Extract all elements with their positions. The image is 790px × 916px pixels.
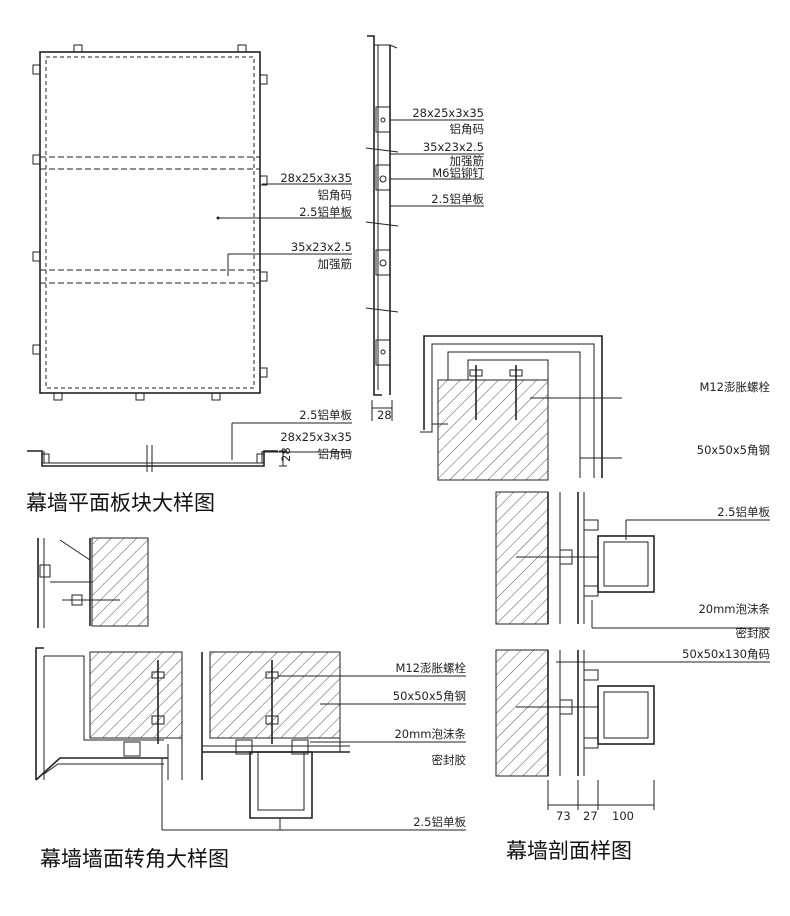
panel-plan-view — [32, 44, 352, 401]
section-foam-label: 20mm泡沫条 — [698, 602, 770, 616]
plan-panel-label: 2.5铝单板 — [299, 205, 352, 219]
corner-angle-steel-label: 50x50x5角钢 — [393, 689, 466, 703]
section-dim-73: 73 — [556, 809, 571, 823]
section-angle-steel-label: 50x50x5角钢 — [697, 443, 770, 457]
side-stiffener-spec-label: 35x23x2.5 — [423, 140, 484, 154]
section-view — [420, 335, 770, 810]
side-panel-label: 2.5铝单板 — [431, 192, 484, 206]
panel-bottom-section — [27, 422, 352, 472]
corner-sealant-label: 密封胶 — [432, 753, 467, 767]
plan-bracket-label: 铝角码 — [318, 188, 353, 202]
side-stiffener-label: 加强筋 — [450, 154, 485, 168]
plan-stiffener-label: 加强筋 — [318, 257, 353, 271]
plan-stiffener-spec-label: 35x23x2.5 — [291, 240, 352, 254]
section-bolt-label: M12澎胀螺栓 — [699, 380, 770, 394]
bottom-depth-dim: 28 — [279, 447, 293, 462]
corner-bolt-label: M12澎胀螺栓 — [395, 661, 466, 675]
section-dim-27: 27 — [583, 809, 598, 823]
section-panel-label: 2.5铝单板 — [717, 505, 770, 519]
bottom-bracket-label: 铝角码 — [318, 447, 353, 461]
section-sealant-label: 密封胶 — [736, 626, 771, 640]
side-bracket-label: 铝角码 — [450, 122, 485, 136]
plan-bracket-spec-label: 28x25x3x35 — [280, 171, 352, 185]
panel-side-section — [365, 35, 484, 421]
panel-plan-title: 幕墙平面板块大样图 — [26, 491, 215, 515]
corner-title: 幕墙墙面转角大样图 — [40, 847, 229, 871]
bottom-bracket-spec-label: 28x25x3x35 — [280, 430, 352, 444]
side-rivet-label: M6铝铆钉 — [432, 166, 484, 180]
corner-panel-label: 2.5铝单板 — [413, 815, 466, 829]
section-angle-code-label: 50x50x130角码 — [682, 647, 770, 661]
section-dim-100: 100 — [612, 809, 634, 823]
section-title: 幕墙剖面样图 — [506, 839, 632, 863]
bottom-panel-label: 2.5铝单板 — [299, 408, 352, 422]
corner-detail-view — [35, 537, 466, 831]
corner-foam-label: 20mm泡沫条 — [394, 727, 466, 741]
side-width-dim: 28 — [377, 408, 392, 422]
side-bracket-spec-label: 28x25x3x35 — [412, 106, 484, 120]
